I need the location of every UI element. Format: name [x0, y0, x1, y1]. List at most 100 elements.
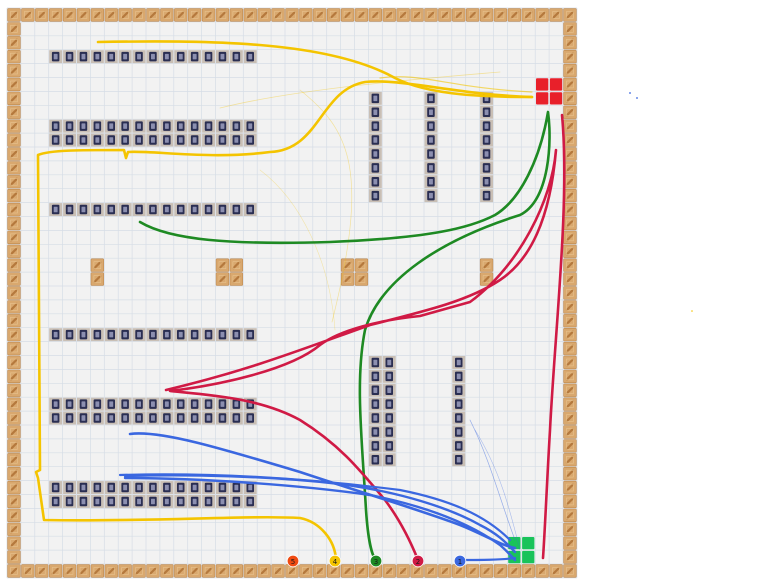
path-agent-2b [541, 113, 566, 560]
shelf-icon [382, 397, 396, 411]
shelf-icon [90, 119, 104, 133]
wall-icon [521, 8, 535, 22]
wall-icon [507, 564, 521, 578]
shelf-icon [480, 119, 493, 133]
robot-id-label: 3 [374, 558, 378, 566]
shelf-icon [160, 411, 174, 425]
wall-icon [438, 8, 452, 22]
path-faint [259, 169, 336, 331]
wall-icon [493, 564, 508, 578]
shelf-icon [90, 397, 104, 411]
wall-icon [452, 564, 466, 578]
shelf-icon [452, 411, 466, 425]
wall-icon [507, 8, 521, 22]
shelf-icon [104, 481, 118, 494]
robot-id-label: 2 [416, 558, 420, 566]
shelf-icon [104, 50, 118, 64]
wall-icon [7, 175, 21, 189]
wall-icon [271, 8, 285, 22]
shelf-icon [188, 328, 202, 342]
shelf-icon [63, 495, 76, 508]
shelf-icon [229, 481, 243, 494]
shelf-icon [480, 133, 493, 147]
shelf-icon [424, 189, 438, 203]
shelf-icon [229, 495, 243, 508]
wall-icon [563, 439, 577, 453]
wall-icon [563, 161, 577, 175]
wall-icon [549, 564, 563, 578]
shelf-icon [160, 119, 174, 133]
shelf-icon [160, 397, 174, 411]
wall-icon [7, 147, 21, 161]
shelf-icon [49, 50, 63, 64]
shelf-icon [146, 328, 160, 342]
wall-icon [452, 8, 466, 22]
wall-icon [229, 258, 243, 272]
wall-icon [563, 105, 577, 119]
wall-icon [146, 8, 160, 22]
wall-icon [90, 272, 104, 286]
wall-icon [7, 216, 21, 231]
path-faint [469, 419, 516, 541]
wall-icon [549, 8, 563, 22]
wall-icon [563, 77, 577, 92]
wall-icon [7, 494, 21, 509]
shelf-icon [90, 481, 104, 494]
shelf-icon [77, 328, 90, 342]
shelf-icon [243, 495, 257, 508]
wall-icon [563, 36, 577, 50]
shelf-icon [146, 481, 160, 494]
shelf-icon [216, 495, 229, 508]
shelf-icon [202, 50, 215, 64]
shelf-icon [77, 119, 90, 133]
wall-icon [7, 300, 21, 314]
path-agent-4 [34, 80, 534, 562]
wall-icon [563, 453, 577, 467]
wall-icon [563, 91, 577, 105]
wall-icon [7, 63, 21, 78]
shelf-icon [90, 328, 104, 342]
wall-icon [229, 8, 243, 22]
shelf-icon [368, 356, 382, 369]
shelf-icon [424, 133, 438, 147]
shelf-icon [424, 161, 438, 175]
wall-icon [354, 272, 369, 286]
wall-icon [563, 22, 577, 36]
wall-icon [340, 272, 355, 286]
shelf-icon [480, 189, 493, 203]
wall-icon [7, 522, 21, 536]
wall-icon [285, 564, 299, 578]
shelf-icon [424, 105, 438, 119]
wall-icon [215, 8, 230, 22]
shelf-icon [202, 119, 215, 133]
shelf-icon [202, 328, 215, 342]
wall-icon [7, 439, 21, 453]
wall-icon [215, 258, 230, 272]
wall-icon [563, 272, 577, 286]
shelf-icon [188, 133, 202, 147]
shelf-icon [77, 397, 90, 411]
shelf-icon [160, 50, 174, 64]
shelf-icon [146, 133, 160, 147]
wall-icon [382, 8, 396, 22]
shelf-icon [104, 328, 118, 342]
wall-icon [7, 564, 21, 578]
shelf-icon [104, 119, 118, 133]
wall-icon [465, 8, 480, 22]
wall-icon [563, 8, 577, 22]
robot-icon: 2 [411, 554, 425, 568]
shelf-icon [368, 161, 382, 175]
grid-lines [6, 7, 578, 579]
shelf-icon [146, 411, 160, 425]
wall-icon [479, 564, 494, 578]
shelf-icon [90, 133, 104, 147]
wall-icon [563, 216, 577, 231]
shelf-icon [132, 203, 146, 216]
shelf-icon [49, 495, 63, 508]
shelf-icon [382, 356, 396, 369]
shelf-icon [63, 203, 76, 216]
robot-icon: 1 [453, 554, 467, 568]
shelf-icon [160, 481, 174, 494]
wall-icon [563, 327, 577, 342]
wall-icon [563, 522, 577, 536]
